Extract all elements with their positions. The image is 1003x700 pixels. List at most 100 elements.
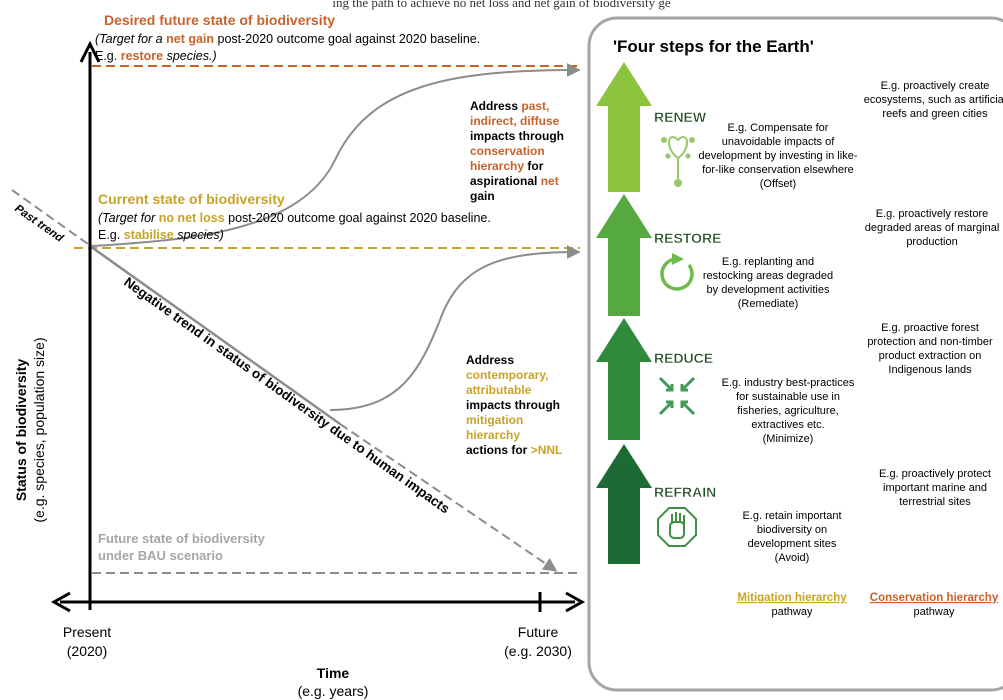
svg-text:E.g. proactively protect: E.g. proactively protect — [879, 468, 991, 480]
svg-text:terrestrial sites: terrestrial sites — [899, 496, 971, 508]
svg-text:production: production — [906, 236, 957, 248]
address-contemporary-block: Address contemporary, attributable impac… — [466, 353, 562, 457]
svg-text:conservation: conservation — [470, 144, 545, 158]
mitigation-hierarchy-title: Mitigation hierarchy — [737, 592, 847, 604]
svg-text:extractives etc.: extractives etc. — [751, 419, 824, 431]
svg-text:unavoidable impacts of: unavoidable impacts of — [722, 136, 835, 148]
step-label-refrain: REFRAIN — [654, 484, 716, 500]
desired-state-line1: (Target for a net gain post-2020 outcome… — [95, 32, 480, 46]
svg-text:development sites: development sites — [748, 538, 837, 550]
current-state-line1: (Target for no net loss post-2020 outcom… — [98, 211, 491, 225]
mitigation-hierarchy-sub: pathway — [772, 606, 813, 618]
bau-state-line1: Future state of biodiversity — [98, 531, 266, 546]
renew-arrow — [596, 62, 652, 192]
negative-trend-projection — [339, 423, 558, 572]
inward-arrows-icon — [658, 376, 696, 416]
svg-text:E.g. Compensate for: E.g. Compensate for — [728, 122, 829, 134]
renew-mitigation-text: E.g. Compensate for unavoidable impacts … — [699, 122, 858, 190]
svg-text:by development activities: by development activities — [707, 284, 830, 296]
svg-text:reefs and green cities: reefs and green cities — [882, 108, 988, 120]
svg-text:hierarchy: hierarchy — [466, 428, 520, 442]
refrain-arrow — [596, 444, 652, 564]
x-axis-subtitle: (e.g. years) — [298, 683, 369, 699]
x-tick-present-line2: (2020) — [67, 643, 107, 659]
desired-state-title: Desired future state of biodiversity — [104, 12, 335, 28]
svg-text:E.g. retain important: E.g. retain important — [742, 510, 841, 522]
restore-mitigation-text: E.g. replanting and restocking areas deg… — [703, 256, 833, 310]
y-axis-arrowhead — [79, 40, 101, 63]
tree-heart-icon — [661, 136, 695, 187]
svg-text:(Avoid): (Avoid) — [775, 552, 810, 564]
negative-trend-line — [89, 244, 341, 426]
svg-text:attributable: attributable — [466, 383, 532, 397]
conservation-hierarchy-title: Conservation hierarchy — [870, 592, 999, 604]
net-gain-curve — [91, 63, 581, 247]
step-label-renew: RENEW — [654, 109, 707, 125]
header-fragment: ing the path to achieve no net loss and … — [332, 0, 671, 10]
svg-text:fisheries, agriculture,: fisheries, agriculture, — [737, 405, 839, 417]
restore-conservation-text: E.g. proactively restore degraded areas … — [865, 208, 1000, 248]
svg-text:(Remediate): (Remediate) — [738, 298, 799, 310]
svg-text:indirect, diffuse: indirect, diffuse — [470, 114, 560, 128]
reduce-conservation-text: E.g. proactive forest protection and non… — [867, 322, 993, 376]
svg-text:important marine and: important marine and — [883, 482, 987, 494]
x-tick-present-line1: Present — [63, 624, 111, 640]
svg-text:E.g. proactive forest: E.g. proactive forest — [881, 322, 979, 334]
svg-text:gain: gain — [470, 189, 495, 203]
svg-text:degraded areas of marginal: degraded areas of marginal — [865, 222, 1000, 234]
svg-text:for sustainable use in: for sustainable use in — [736, 391, 840, 403]
svg-text:development by investing in li: development by investing in like- — [699, 150, 858, 162]
y-axis-subtitle: (e.g. species, population size) — [31, 337, 47, 522]
address-past-block: Address past, indirect, diffuse impacts … — [470, 99, 564, 203]
reduce-arrow — [596, 318, 652, 440]
current-state-line2: E.g. stabilise species) — [98, 228, 224, 242]
svg-text:ecosystems, such as artificial: ecosystems, such as artificial — [864, 94, 1003, 106]
svg-text:impacts through: impacts through — [470, 129, 564, 143]
nnl-curve — [329, 245, 581, 411]
svg-text:impacts through: impacts through — [466, 398, 560, 412]
svg-text:contemporary,: contemporary, — [466, 368, 548, 382]
svg-text:aspirational net: aspirational net — [470, 174, 559, 188]
stop-hand-icon — [657, 507, 697, 547]
svg-text:E.g. proactively restore: E.g. proactively restore — [876, 208, 989, 220]
step-label-restore: RESTORE — [654, 230, 721, 246]
svg-text:product extraction on: product extraction on — [879, 350, 982, 362]
left-panel: Desired future state of biodiversity (Ta… — [11, 12, 586, 699]
svg-text:protection and non-timber: protection and non-timber — [867, 336, 993, 348]
refrain-conservation-text: E.g. proactively protect important marin… — [879, 468, 991, 508]
desired-state-line2: E.g. restore species.) — [95, 49, 217, 63]
step-label-reduce: REDUCE — [654, 350, 713, 366]
svg-text:E.g. proactively create: E.g. proactively create — [881, 80, 990, 92]
negative-trend-label: Negative trend in status of biodiversity… — [121, 274, 452, 516]
svg-text:E.g. industry best-practices: E.g. industry best-practices — [722, 377, 855, 389]
right-panel-title: 'Four steps for the Earth' — [613, 37, 814, 56]
svg-text:actions for >NNL: actions for >NNL — [466, 443, 562, 457]
svg-text:E.g. replanting and: E.g. replanting and — [722, 256, 814, 268]
past-trend-line — [11, 189, 89, 245]
circular-arrow-icon — [660, 253, 694, 291]
right-panel: 'Four steps for the Earth' RENEW RESTORE… — [587, 16, 1003, 692]
current-state-title: Current state of biodiversity — [98, 191, 285, 207]
x-axis-right-arrowhead — [565, 591, 586, 613]
reduce-mitigation-text: E.g. industry best-practices for sustain… — [722, 377, 855, 445]
x-axis-title: Time — [317, 665, 350, 681]
conservation-hierarchy-sub: pathway — [914, 606, 955, 618]
bau-state-line2: under BAU scenario — [98, 548, 223, 563]
x-tick-future-line1: Future — [518, 624, 559, 640]
right-panel-frame — [587, 16, 1003, 692]
svg-text:Address: Address — [466, 353, 514, 367]
svg-text:restocking areas degraded: restocking areas degraded — [703, 270, 833, 282]
svg-text:(Minimize): (Minimize) — [763, 433, 814, 445]
svg-text:Indigenous lands: Indigenous lands — [888, 364, 972, 376]
svg-text:biodiversity on: biodiversity on — [757, 524, 827, 536]
refrain-mitigation-text: E.g. retain important biodiversity on de… — [742, 510, 841, 564]
svg-text:hierarchy for: hierarchy for — [470, 159, 544, 173]
svg-text:mitigation: mitigation — [466, 413, 523, 427]
x-tick-future-line2: (e.g. 2030) — [504, 643, 572, 659]
svg-text:(Offset): (Offset) — [760, 178, 796, 190]
y-axis-title: Status of biodiversity — [13, 359, 29, 502]
x-axis-left-arrowhead — [50, 591, 71, 613]
restore-arrow — [596, 194, 652, 316]
svg-text:Address past,: Address past, — [470, 99, 549, 113]
